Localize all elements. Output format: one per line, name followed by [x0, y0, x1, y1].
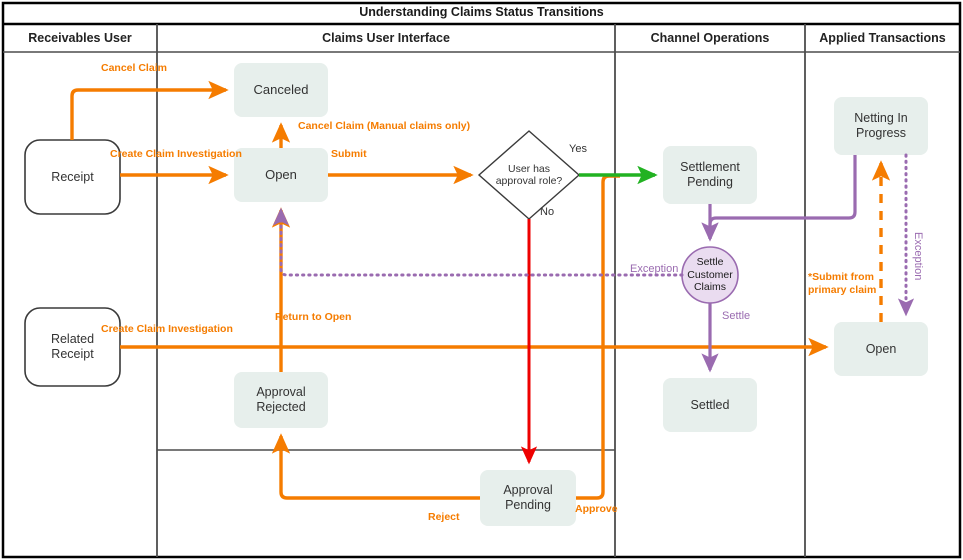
edge-label-submit: Submit: [331, 148, 367, 160]
node-settlement-pending-shape: [663, 146, 757, 204]
lane-title-claims-user-interface: Claims User Interface: [322, 31, 450, 45]
node-canceled-shape: [234, 63, 328, 117]
edge-label-no: No: [540, 206, 555, 218]
edge-label-exception-applied: Exception: [912, 232, 924, 281]
lane-title-channel-operations: Channel Operations: [650, 31, 770, 45]
edge-reject: [271, 433, 480, 500]
edge-cancel-claim: [70, 80, 229, 140]
node-shapes: [24, 63, 928, 526]
node-settle-customer-claims-shape: [681, 246, 739, 304]
edge-label-cancel-claim-manual: Cancel Claim (Manual claims only): [298, 120, 471, 132]
node-approval-rejected-shape: [234, 372, 328, 428]
edge-label-cancel-claim: Cancel Claim: [101, 62, 167, 74]
edge-label-create-claim-investigation-2: Create Claim Investigation: [101, 323, 233, 335]
edges-purple-dotted: [272, 153, 915, 317]
lane-title-applied-transactions: Applied Transactions: [819, 31, 946, 45]
lane-title-receivables-user: Receivables User: [28, 31, 132, 45]
edge-label-submit-from-primary-claim: *Submit from primary claim: [808, 271, 876, 297]
node-decision-shape: [477, 130, 581, 220]
node-related-receipt-shape: [24, 307, 121, 387]
edge-netting-to-settle: [701, 155, 857, 242]
node-settled-shape: [663, 378, 757, 432]
submit-primary-line2: primary claim: [808, 284, 877, 297]
node-open-applied-shape: [834, 322, 928, 376]
edge-label-yes: Yes: [569, 143, 587, 155]
edge-label-settle: Settle: [722, 310, 751, 322]
diagram-title: Understanding Claims Status Transitions: [359, 5, 604, 19]
node-approval-pending-shape: [480, 470, 576, 526]
edge-label-approve: Approve: [575, 503, 618, 515]
edge-exception-claims: [272, 207, 684, 277]
edges-purple: [701, 155, 857, 373]
submit-primary-line1: *Submit from: [808, 271, 874, 283]
edge-label-return-to-open: Return to Open: [275, 311, 352, 323]
edge-label-exception-claims: Exception: [630, 263, 679, 275]
edge-label-create-claim-investigation-1: Create Claim Investigation: [110, 148, 242, 160]
node-open-claims-shape: [234, 148, 328, 202]
node-netting-shape: [834, 97, 928, 155]
node-receipt-shape: [24, 139, 121, 215]
edge-label-reject: Reject: [428, 511, 460, 523]
